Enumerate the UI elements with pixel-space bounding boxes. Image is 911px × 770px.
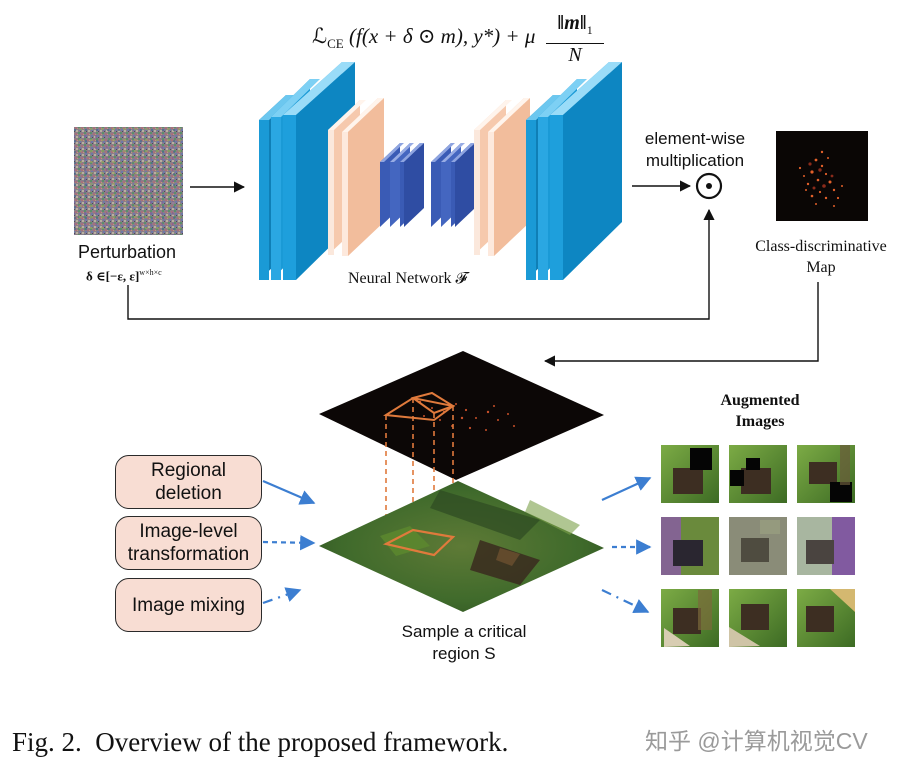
cam-label: Class-discriminative Map [740, 236, 902, 278]
cam-line2: Map [806, 259, 836, 276]
network-label: Neural Network 𝓕 [348, 270, 468, 287]
figure-caption: Fig. 2. Overview of the proposed framewo… [12, 727, 509, 757]
augmented-mixing-1 [661, 589, 719, 647]
perturbation-feedback-arrow [127, 208, 715, 320]
arrow-regional-deletion [262, 479, 316, 505]
arrow-image-mixing [262, 587, 302, 605]
encoder-peach-layers [328, 98, 384, 256]
formula-body: (f(x + δ ⊙ m), y*) + μ [349, 24, 536, 48]
perturbation-range: δ ∈[−ε, ε]w×h×c [86, 268, 162, 284]
regional-deletion-line1: Regional [151, 460, 226, 481]
perturbation-label: Perturbation [78, 242, 177, 262]
augmented-images-title: Augmented Images [700, 390, 820, 432]
multiplication-line1: element-wise [644, 129, 746, 148]
class-discriminative-map-image [776, 131, 868, 221]
decoder-blue-layers [526, 62, 622, 280]
formula-lhs-subscript: CE [327, 36, 344, 52]
augmented-transform-2 [729, 517, 787, 575]
cam-line1: Class-discriminative [755, 238, 887, 255]
augmented-transform-1 [661, 517, 719, 575]
formula-denominator: N [568, 44, 582, 66]
sample-line1: Sample a critical [401, 622, 527, 641]
encoder-indigo-layers [380, 143, 424, 227]
original-image-plane [319, 481, 604, 612]
decoder-peach-layers [474, 98, 530, 256]
augmented-deletion-2 [729, 445, 787, 503]
loss-formula: ℒCE (f(x + δ ⊙ m), y*) + μ [312, 24, 535, 52]
image-level-transformation-pill: Image-level transformation [115, 516, 262, 570]
formula-numerator: ‖m‖ [557, 12, 587, 34]
sampled-region-top [383, 396, 456, 422]
perturbation-range-sup: w×h×c [139, 268, 162, 277]
augmented-mixing-3 [797, 589, 855, 647]
formula-fraction: ‖m‖1 N [546, 11, 604, 66]
transformation-line1: Image-level [139, 521, 238, 542]
watermark: 知乎 @计算机视觉CV [645, 728, 868, 754]
formula-lhs: ℒ [312, 24, 328, 48]
map-to-sampling-arrow [543, 282, 819, 367]
augmented-deletion-3 [797, 445, 855, 503]
encoder-blue-layers [259, 62, 355, 280]
multiplication-label: element-wise multiplication [636, 128, 754, 172]
neural-network-blocks [259, 62, 622, 280]
perturbation-noise-image [74, 127, 183, 235]
perturbation-range-text: δ ∈[−ε, ε] [86, 268, 140, 284]
regional-deletion-line2: deletion [155, 483, 222, 504]
sample-region-label: Sample a critical region S [380, 621, 548, 665]
augmented-line2: Images [735, 413, 785, 430]
transformation-line2: transformation [127, 544, 250, 565]
augmented-transform-3 [797, 517, 855, 575]
augmented-images-grid [661, 445, 855, 647]
saliency-map-plane [319, 351, 604, 480]
sample-line2: region S [432, 644, 496, 663]
arrow-to-mixing-outputs [601, 589, 650, 613]
arrow-image-level-transformation [262, 535, 316, 551]
augmented-mixing-2 [729, 589, 787, 647]
regional-deletion-pill: Regional deletion [115, 455, 262, 509]
element-wise-multiplication-icon [695, 172, 723, 200]
formula-numerator-subscript: 1 [586, 23, 593, 37]
augmented-line1: Augmented [720, 392, 800, 409]
multiplication-line2: multiplication [645, 151, 745, 170]
image-mixing-line1: Image mixing [132, 594, 245, 616]
decoder-indigo-layers [431, 143, 475, 227]
arrow-to-deletion-outputs [601, 476, 652, 501]
augmented-deletion-1 [661, 445, 719, 503]
image-mixing-pill: Image mixing [115, 578, 262, 632]
